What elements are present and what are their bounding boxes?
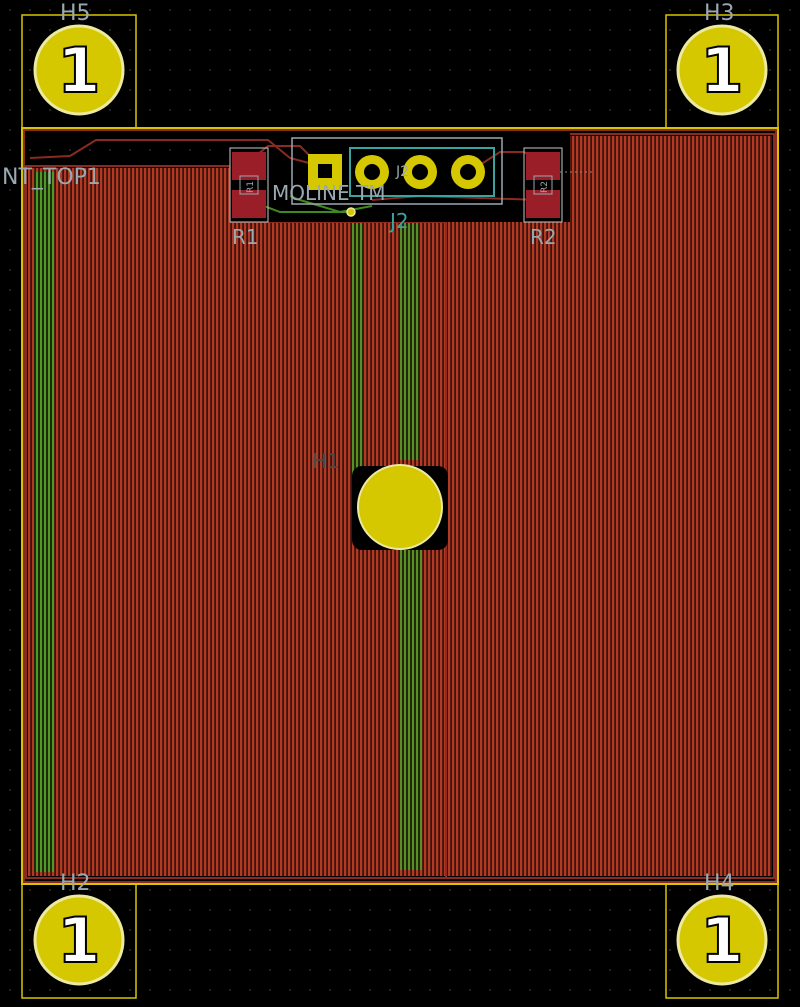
resistor-r2[interactable] — [523, 147, 563, 223]
fab-outline-r1 — [239, 175, 259, 195]
fill-zone-right — [446, 136, 772, 876]
component-keepout — [230, 136, 570, 222]
fill-green-left — [34, 172, 54, 872]
smd-pad-2 — [232, 190, 266, 218]
circle-pad-icon — [676, 894, 768, 986]
pad-drill — [412, 164, 428, 180]
courtyard-h3 — [665, 14, 779, 129]
mount-hole-labels: H5 H3 H2 H4 — [60, 1, 735, 896]
connector-outline — [291, 137, 503, 205]
component-area — [29, 136, 592, 223]
trace-green-loop — [289, 195, 373, 214]
label-h2: H2 — [60, 871, 91, 896]
courtyard-h5 — [21, 14, 137, 129]
fab-label-j2: J2 — [395, 164, 409, 180]
mount-hole-h2[interactable]: 1 — [33, 894, 125, 986]
pad-number: 1 — [700, 34, 743, 107]
smd-pad-1 — [526, 152, 560, 180]
circle-pad-icon — [33, 894, 125, 986]
courtyard-r1 — [229, 147, 269, 223]
via[interactable] — [346, 207, 356, 217]
pad-number: 1 — [57, 34, 100, 107]
label-nettie: NT_TOP1 — [2, 165, 101, 190]
thermal-pad-h1[interactable]: H1 — [312, 449, 448, 550]
resistor-r1[interactable] — [229, 147, 269, 223]
mount-hole-h3[interactable]: 1 — [676, 24, 768, 116]
pad-number: 1 — [700, 904, 743, 977]
pad-drill — [460, 164, 476, 180]
mount-hole-h5[interactable]: 1 — [33, 24, 125, 116]
circle-pad-icon — [676, 24, 768, 116]
smd-pad-2 — [526, 190, 560, 218]
label-j2-ref: J2 — [388, 209, 409, 233]
component-labels: NT_TOP1 R1 R2 J2 MOLINE TM R1 R2 J2 — [2, 164, 557, 249]
smd-pad-1 — [232, 152, 266, 180]
fab-label-r1: R1 — [246, 181, 256, 193]
circle-pad-icon — [357, 464, 443, 550]
circle-pad-icon — [33, 24, 125, 116]
label-r2: R2 — [530, 225, 557, 249]
label-h4: H4 — [704, 871, 735, 896]
fab-label-r2: R2 — [540, 181, 550, 193]
pad-number: 1 — [57, 904, 100, 977]
mount-courtyards — [21, 14, 779, 999]
pad-drill — [364, 164, 380, 180]
label-j2-value: MOLINE TM — [272, 181, 385, 205]
courtyard-h2 — [21, 883, 137, 999]
label-h5: H5 — [60, 1, 91, 26]
fill-green-mid-upper — [352, 220, 364, 480]
connector-j2-pads[interactable] — [308, 154, 485, 190]
courtyard-r2 — [523, 147, 563, 223]
trace-nettie — [29, 139, 321, 167]
label-r1: R1 — [232, 225, 259, 249]
label-h3: H3 — [704, 1, 735, 26]
connector-silk — [349, 147, 495, 197]
courtyard-h4 — [665, 883, 779, 999]
pad-drill — [318, 164, 332, 178]
fill-green-mid-lower — [400, 550, 422, 870]
zone-outline-right — [446, 133, 775, 879]
mount-hole-h4[interactable]: 1 — [676, 894, 768, 986]
label-h1: H1 — [312, 449, 340, 473]
fab-outline-r2 — [533, 175, 553, 195]
board-inner-edge — [23, 129, 777, 883]
fill-green-mid-upper2 — [400, 220, 420, 460]
